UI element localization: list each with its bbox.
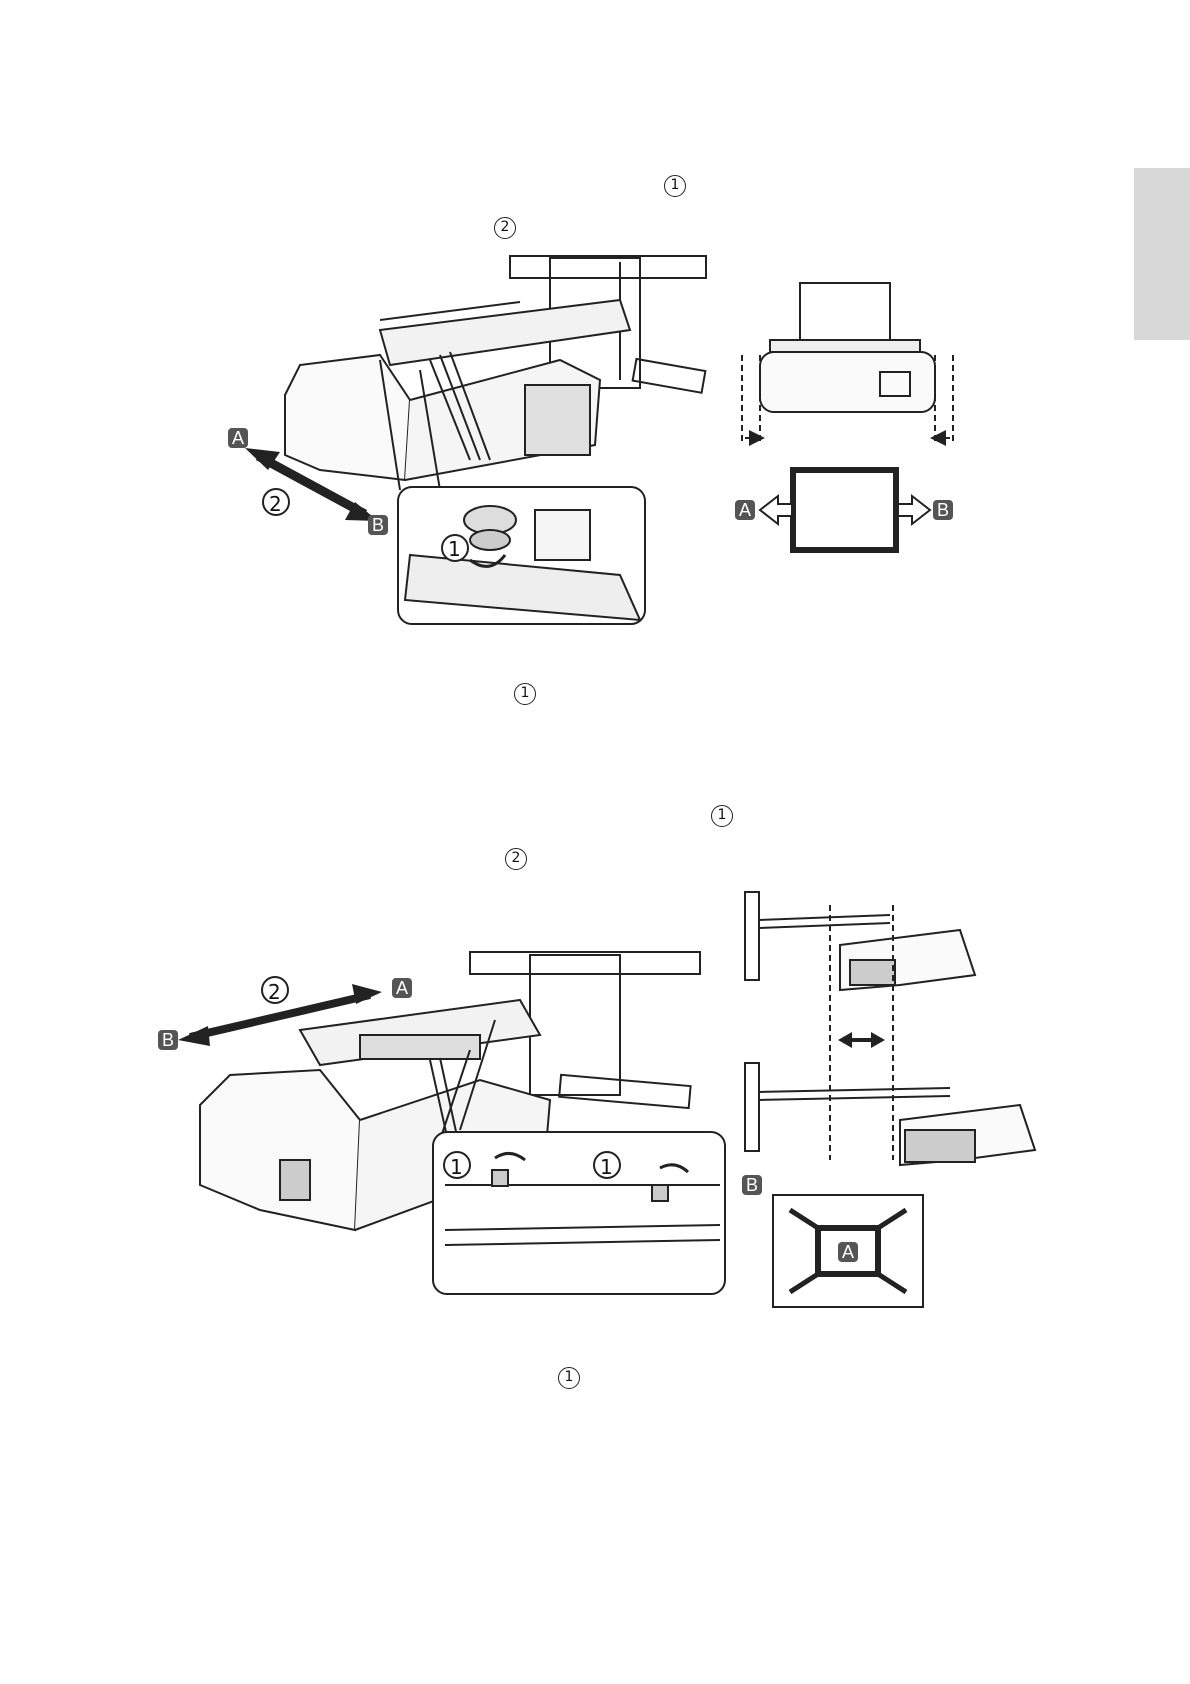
label-a: A: [739, 500, 751, 520]
screen-image: [793, 470, 896, 550]
arrow-right-icon: [898, 496, 930, 524]
label-b: B: [937, 500, 949, 520]
projector-front-view: [742, 283, 953, 445]
callout-step-1: 1: [448, 537, 461, 561]
label-a: A: [842, 1242, 854, 1262]
callout-step-1: 1: [600, 1155, 613, 1179]
label-a: A: [232, 428, 244, 448]
arrow-step-2: 2: [269, 492, 282, 516]
projector-mount-illustration-top: [285, 256, 706, 490]
label-b: B: [162, 1030, 174, 1050]
label-b: B: [372, 515, 384, 535]
label-b: B: [746, 1175, 758, 1195]
callout-step-1: 1: [450, 1155, 463, 1179]
label-a: A: [396, 978, 408, 998]
projector-side-views: [745, 892, 1035, 1165]
detail-callout-box: [433, 1132, 725, 1294]
arrow-step-2: 2: [268, 980, 281, 1004]
arrow-left-icon: [760, 496, 792, 524]
